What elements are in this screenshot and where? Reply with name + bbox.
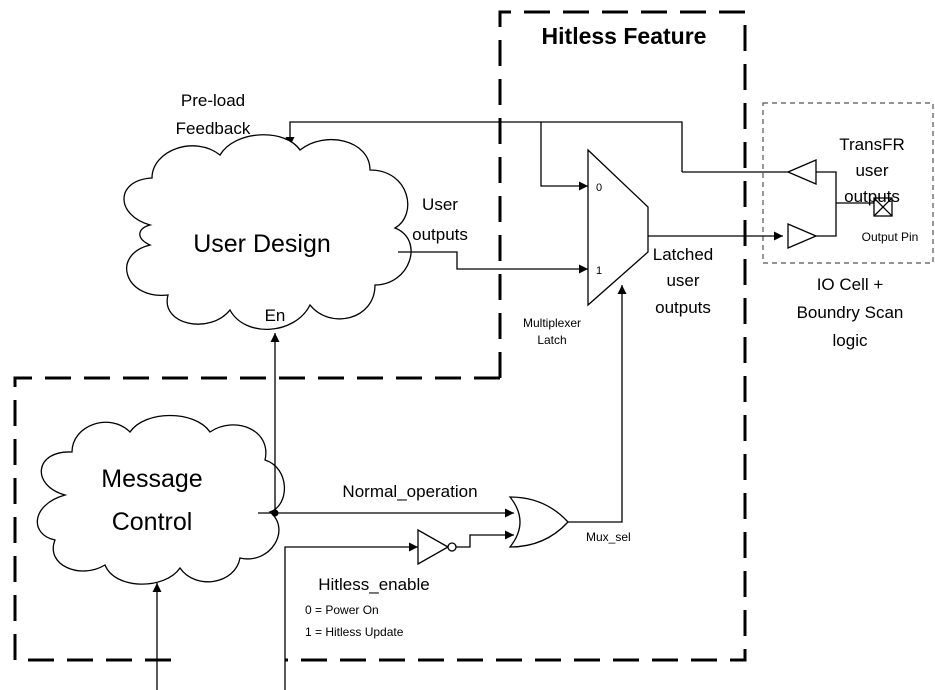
mux-input-0-wire [540, 122, 588, 191]
io-cell-label-2: Boundry Scan [797, 303, 904, 322]
preload-feedback-wire [285, 121, 683, 172]
mux-sel-wire [568, 285, 627, 523]
user-outputs-wire [398, 251, 588, 274]
io-pin-wiring [816, 171, 874, 237]
user-design-label: User Design [193, 230, 331, 258]
normal-operation-label: Normal_operation [342, 482, 477, 501]
latched-outputs-label-1: Latched [653, 245, 714, 264]
multiplexer-latch [587, 148, 649, 307]
latched-outputs-label-2: user [666, 271, 699, 290]
hitless-feature-boundary [285, 10, 747, 662]
hitless-title-background [520, 18, 728, 56]
multiplexer-label-2: Latch [537, 333, 566, 347]
power-on-note: 0 = Power On [305, 603, 379, 617]
io-cell-label-3: logic [833, 331, 868, 350]
message-control-cloud [36, 414, 286, 585]
inverter [417, 528, 450, 566]
mux-input-0-label: 0 [596, 182, 602, 194]
output-pin-cross [873, 197, 893, 217]
message-control-label-1: Message [101, 465, 202, 493]
hitless-enable-wire [284, 542, 418, 690]
preload-feedback-label-2: Feedback [176, 119, 251, 138]
output-buffer [787, 223, 818, 249]
user-design-cloud [123, 134, 412, 330]
preload-feedback-label-1: Pre-load [181, 91, 245, 110]
mux-input-1-label: 1 [596, 265, 602, 277]
multiplexer-label-1: Multiplexer [523, 316, 581, 330]
hitless-enable-label: Hitless_enable [318, 575, 430, 594]
output-pin-label: Output Pin [862, 230, 919, 244]
input-buffer [786, 159, 817, 185]
en-label: En [265, 306, 286, 325]
transfr-label-2: user [855, 161, 888, 180]
user-outputs-label-1: User [422, 195, 458, 214]
inverter-bubble [447, 542, 457, 552]
io-cell-boundary [762, 102, 934, 264]
or-gate [508, 496, 569, 548]
junction-dot [271, 509, 279, 517]
message-control-boundary [13, 376, 500, 662]
io-cell-label-1: IO Cell + [817, 275, 884, 294]
hitless-feature-title: Hitless Feature [542, 23, 707, 49]
message-control-label-2: Control [112, 508, 193, 536]
mux-sel-label: Mux_sel [586, 530, 631, 544]
transfr-label-1: TransFR [839, 135, 905, 154]
transfr-label-3: outputs [844, 187, 900, 206]
hitless-update-note: 1 = Hitless Update [305, 625, 404, 639]
user-outputs-label-2: outputs [412, 225, 468, 244]
inverter-output-wire [456, 530, 514, 548]
latched-outputs-label-3: outputs [655, 298, 711, 317]
